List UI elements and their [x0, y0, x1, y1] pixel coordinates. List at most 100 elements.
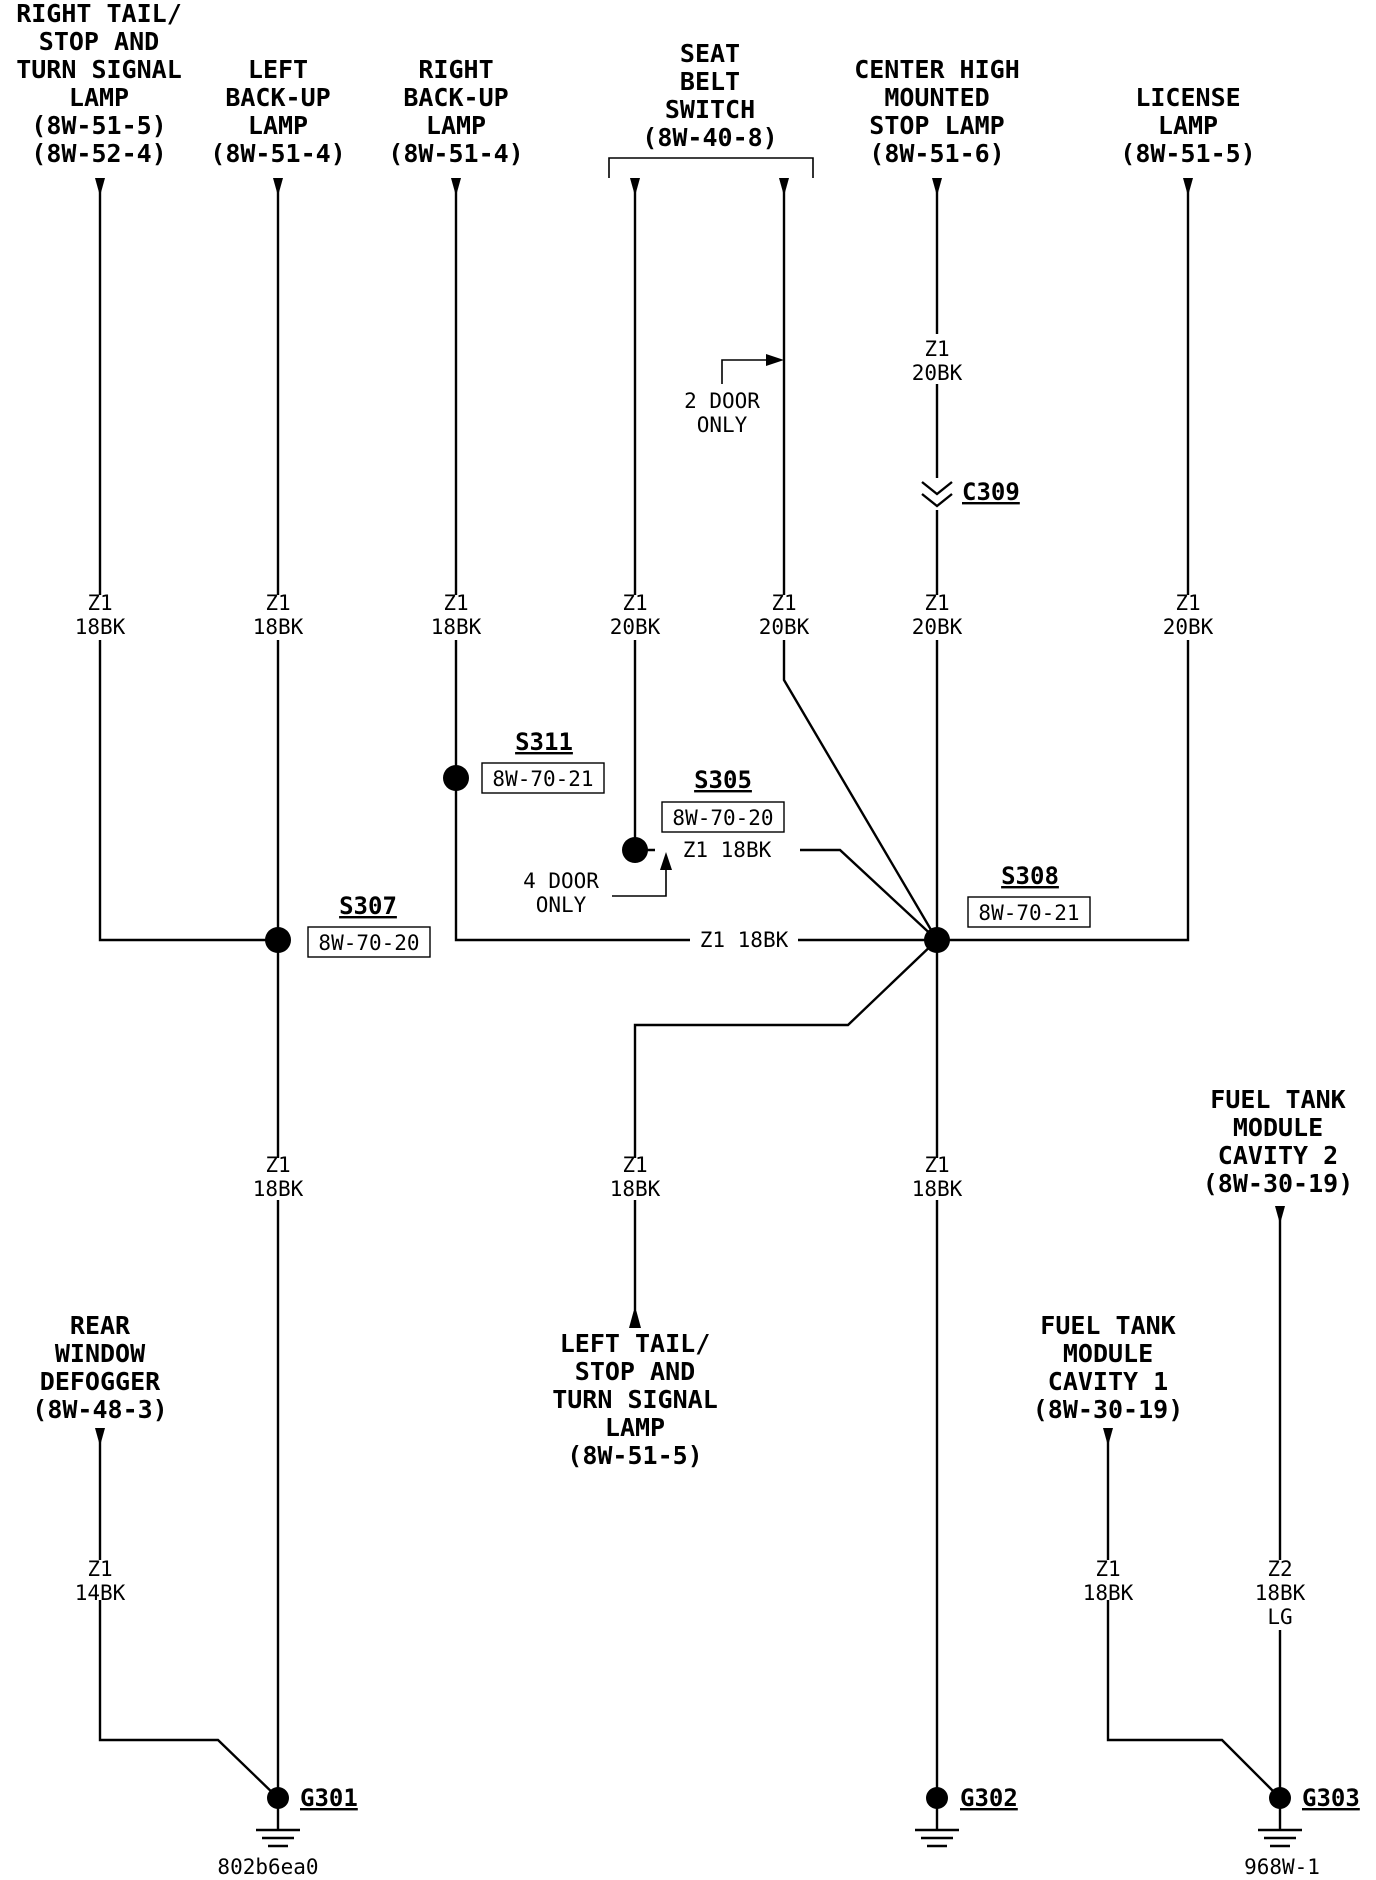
label-line: (8W-48-3)	[32, 1395, 167, 1424]
label-line: MODULE	[1233, 1113, 1323, 1142]
connector-c309: C309	[921, 478, 1020, 508]
wire-gauge-color: 18BK	[431, 615, 482, 639]
terminal-arrow	[273, 178, 283, 196]
splice-ref-box	[307, 926, 431, 958]
splice-name: S305	[694, 766, 752, 794]
connector-chevron-icon	[921, 493, 953, 508]
label-line: (8W-51-5)	[31, 111, 166, 140]
wire-fuel-cav1-to-g303	[1106, 1600, 1281, 1799]
connector-chevron-icon	[921, 481, 953, 496]
component-right-backup-lamp: RIGHT BACK-UP LAMP (8W-51-4)	[388, 55, 523, 168]
component-rear-window-defogger: REAR WINDOW DEFOGGER (8W-48-3)	[32, 1311, 167, 1424]
component-fuel-tank-module-cavity-2: FUEL TANK MODULE CAVITY 2 (8W-30-19)	[1203, 1085, 1354, 1198]
label-line: STOP AND	[575, 1357, 695, 1386]
splice-s308: S308 8W-70-21	[924, 862, 1091, 953]
splice-ref-box	[481, 762, 605, 794]
label-line: LAMP	[1158, 111, 1218, 140]
wire-circuit: Z1	[87, 591, 112, 615]
wire-gauge-color: 20BK	[912, 615, 963, 639]
connector-label: C309	[962, 478, 1020, 506]
label-line: BACK-UP	[225, 83, 330, 112]
wire-circuit: Z1	[265, 1153, 290, 1177]
note-2-door-only: 2 DOOR ONLY	[684, 354, 784, 437]
ground-symbol-icon	[915, 1828, 959, 1848]
splice-s307: S307 8W-70-20	[265, 892, 431, 958]
terminal-arrow	[629, 1306, 641, 1328]
note-line: 4 DOOR	[523, 869, 599, 893]
terminal-arrow	[451, 178, 461, 196]
label-line: LAMP	[69, 83, 129, 112]
component-center-high-mounted-stop-lamp: CENTER HIGH MOUNTED STOP LAMP (8W-51-6)	[854, 55, 1020, 168]
label-line: SWITCH	[665, 95, 755, 124]
note-4-door-only: 4 DOOR ONLY	[523, 852, 672, 917]
wire-right-tail-to-s307	[98, 640, 278, 942]
wire-gauge-color: 20BK	[759, 615, 810, 639]
ground-g301: G301	[256, 1784, 358, 1848]
wire-label-inline: Z1 18BK	[700, 928, 789, 952]
label-line: MOUNTED	[884, 83, 989, 112]
wire-circuit: Z1	[622, 1153, 647, 1177]
label-line: MODULE	[1063, 1339, 1153, 1368]
wire-label-inline: Z1 18BK	[683, 838, 772, 862]
label-line: (8W-51-6)	[869, 139, 1004, 168]
wire-circuit: Z1	[443, 591, 468, 615]
terminal-arrow	[1183, 178, 1193, 196]
terminal-arrow	[95, 1428, 105, 1446]
note-leader	[721, 359, 770, 384]
label-line: (8W-51-5)	[1120, 139, 1255, 168]
label-line: LAMP	[248, 111, 308, 140]
component-right-tail-lamp: RIGHT TAIL/ STOP AND TURN SIGNAL LAMP (8…	[16, 0, 182, 168]
wire-gauge-color: 18BK	[610, 1177, 661, 1201]
wire-s308-to-left-tail	[633, 939, 938, 1158]
component-left-backup-lamp: LEFT BACK-UP LAMP (8W-51-4)	[210, 55, 345, 168]
wire-s305-to-s308	[800, 848, 938, 941]
component-left-tail-lamp: LEFT TAIL/ STOP AND TURN SIGNAL LAMP (8W…	[552, 1329, 718, 1470]
wire-gauge-color: 20BK	[610, 615, 661, 639]
wire-circuit: Z1	[771, 591, 796, 615]
splice-name: S311	[515, 728, 573, 756]
label-line: FUEL TANK	[1040, 1311, 1175, 1340]
label-line: LICENSE	[1135, 83, 1240, 112]
note-line: ONLY	[536, 893, 587, 917]
label-line: STOP LAMP	[869, 111, 1004, 140]
ground-symbol-icon	[256, 1828, 300, 1848]
label-line: LEFT TAIL/	[560, 1329, 711, 1358]
label-line: CAVITY 2	[1218, 1141, 1338, 1170]
ground-symbol-icon	[1258, 1828, 1302, 1848]
label-line: BELT	[680, 67, 740, 96]
wire-gauge-color: 18BK	[912, 1177, 963, 1201]
label-line: LEFT	[248, 55, 308, 84]
splice-ref-box	[967, 896, 1091, 928]
arrow-up-icon	[660, 852, 672, 870]
label-line: (8W-30-19)	[1203, 1169, 1354, 1198]
ground-label: G303	[1302, 1784, 1360, 1812]
wire-gauge-color: 18BK	[1083, 1581, 1134, 1605]
splice-ref: 8W-70-20	[318, 931, 419, 955]
terminal-arrow	[1275, 1206, 1285, 1224]
terminal-arrow	[779, 178, 789, 196]
label-line: (8W-51-5)	[567, 1441, 702, 1470]
label-line: WINDOW	[55, 1339, 146, 1368]
wire-tracer-color: LG	[1267, 1605, 1292, 1629]
splice-s305: S305 8W-70-20	[622, 766, 785, 863]
splice-s311: S311 8W-70-21	[443, 728, 605, 794]
figure-id-right: 968W-1	[1244, 1855, 1320, 1879]
wire-defogger-to-g301	[98, 1600, 279, 1799]
label-line: LAMP	[605, 1413, 665, 1442]
label-line: (8W-40-8)	[642, 123, 777, 152]
wire-gauge-color: 18BK	[253, 615, 304, 639]
label-line: SEAT	[680, 39, 740, 68]
wire-gauge-color: 18BK	[1255, 1581, 1306, 1605]
label-line: CAVITY 1	[1048, 1367, 1168, 1396]
wire-gauge-color: 14BK	[75, 1581, 126, 1605]
ground-dot	[1269, 1787, 1291, 1809]
label-line: RIGHT TAIL/	[16, 0, 182, 28]
ground-dot	[267, 1787, 289, 1809]
wire-gauge-color: 18BK	[75, 615, 126, 639]
wire-circuit: Z1	[924, 591, 949, 615]
note-leader	[612, 870, 667, 897]
seat-belt-switch-bracket	[608, 157, 814, 178]
component-seat-belt-switch: SEAT BELT SWITCH (8W-40-8)	[642, 39, 777, 152]
label-line: REAR	[70, 1311, 131, 1340]
